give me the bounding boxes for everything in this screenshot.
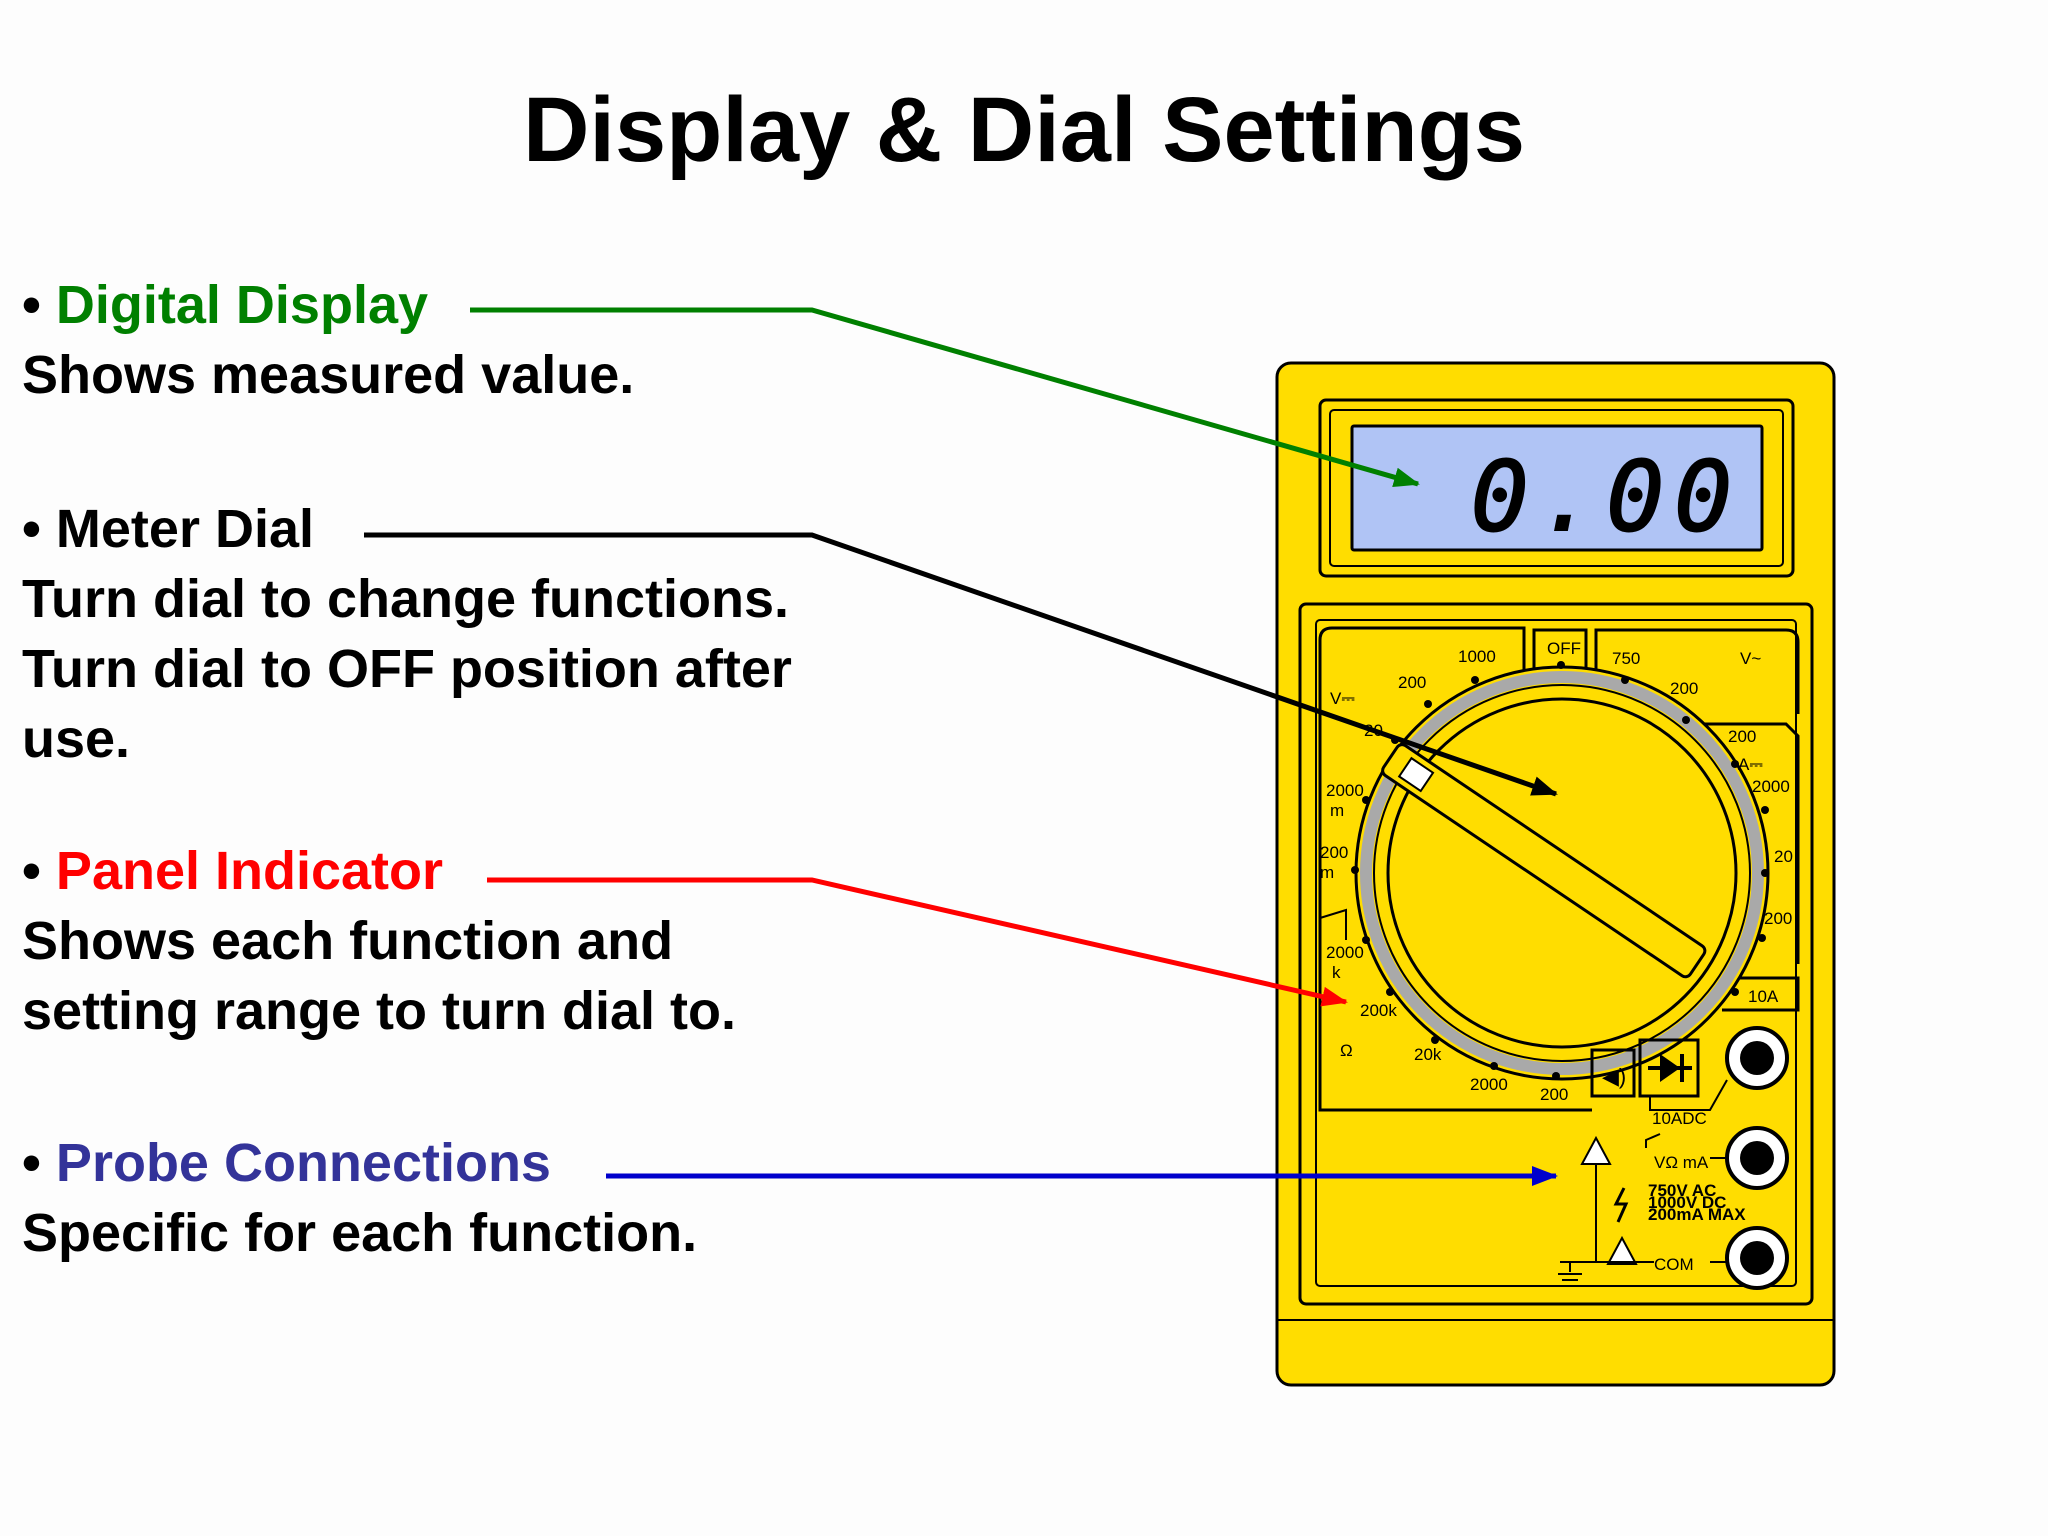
warning-line-1: 750V AC	[1648, 1181, 1716, 1200]
meter-dial-arrow	[364, 532, 1558, 797]
range-200ohm: 200	[1540, 1085, 1568, 1104]
warning-line-3: 200mA MAX	[1648, 1205, 1746, 1224]
range-2000ohm: 2000	[1470, 1075, 1508, 1094]
jack-10a-label: 10ADC	[1652, 1109, 1707, 1128]
continuity-box	[1590, 1048, 1636, 1098]
warning-line-2: 1000V DC	[1648, 1193, 1726, 1212]
panel-indicator-description-1: Shows each function and	[22, 911, 674, 971]
digital-display-label: Digital Display	[55, 275, 429, 335]
dcv-label: V⎓	[1330, 689, 1355, 708]
meter-dial-description-1: Turn dial to change functions.	[22, 569, 789, 629]
bullet: •	[22, 275, 41, 335]
meter-dial-label: Meter Dial	[55, 499, 315, 559]
digital-display-description: Shows measured value.	[22, 345, 635, 405]
multimeter: 0.00	[1275, 361, 1836, 1387]
probe-connections-callout: • Probe Connections Specific for each fu…	[22, 1128, 697, 1268]
range-200v: 200	[1398, 673, 1426, 692]
panel-indicator-label: Panel Indicator	[55, 841, 444, 901]
dca-label: A⎓	[1738, 755, 1763, 774]
panel-indicator-description-2: setting range to turn dial to.	[22, 981, 736, 1041]
range-2000ua: 2000	[1752, 777, 1790, 796]
callout-lines	[364, 307, 1558, 1186]
range-m-1: m	[1330, 801, 1344, 820]
jack-com-label: COM	[1654, 1255, 1694, 1274]
bullet: •	[22, 499, 41, 559]
panel-indicator-arrow	[487, 877, 1348, 1007]
range-200vac: 200	[1670, 679, 1698, 698]
bullet: •	[22, 1133, 41, 1193]
diode-icon	[1648, 1054, 1692, 1082]
speaker-icon: ◀)	[1602, 1064, 1626, 1089]
range-20ma: 20	[1774, 847, 1793, 866]
range-200k: 200k	[1360, 1001, 1397, 1020]
dial-panel	[1298, 602, 1814, 1306]
ohm-label: Ω	[1340, 1041, 1353, 1060]
range-m-2: m	[1320, 863, 1334, 882]
range-2000k: 2000	[1326, 943, 1364, 962]
range-200ma: 200	[1764, 909, 1792, 928]
meter-dial-callout: • Meter Dial Turn dial to change functio…	[22, 494, 862, 774]
probe-connections-label: Probe Connections	[55, 1133, 551, 1193]
off-label: OFF	[1547, 639, 1581, 658]
bullet: •	[22, 841, 41, 901]
probe-connections-description: Specific for each function.	[22, 1203, 698, 1263]
panel-labels: OFF V⎓ V~ A⎓ Ω 1000 200 20 2000 m 200 m …	[1320, 639, 1793, 1104]
diode-box	[1638, 1038, 1700, 1098]
lcd-reading: 0.00	[1471, 441, 1742, 553]
lcd-screen	[1350, 424, 1764, 552]
jack-10a[interactable]	[1725, 1026, 1789, 1090]
range-750v: 750	[1612, 649, 1640, 668]
digital-display-arrow	[470, 307, 1420, 487]
jack-v-ohm-ma[interactable]	[1725, 1126, 1789, 1190]
meter-dial-description-2: Turn dial to OFF position after use.	[22, 639, 792, 769]
digital-display-callout: • Digital Display Shows measured value.	[22, 270, 634, 410]
panel-indicator-callout: • Panel Indicator Shows each function an…	[22, 836, 822, 1046]
page-title: Display & Dial Settings	[522, 79, 1526, 181]
range-k-1: k	[1332, 963, 1341, 982]
range-1000: 1000	[1458, 647, 1496, 666]
acv-label: V~	[1740, 649, 1761, 668]
jack-vma-label: VΩ mA	[1654, 1153, 1709, 1172]
dial-pointer	[1381, 743, 1707, 979]
range-10a: 10A	[1748, 987, 1779, 1006]
range-2000mv: 2000	[1326, 781, 1364, 800]
jack-com[interactable]	[1725, 1226, 1789, 1290]
range-200ua: 200	[1728, 727, 1756, 746]
rotary-dial[interactable]	[1354, 665, 1770, 1081]
range-200mv: 200	[1320, 843, 1348, 862]
range-20k: 20k	[1414, 1045, 1442, 1064]
ground-icon	[1558, 1261, 1600, 1287]
